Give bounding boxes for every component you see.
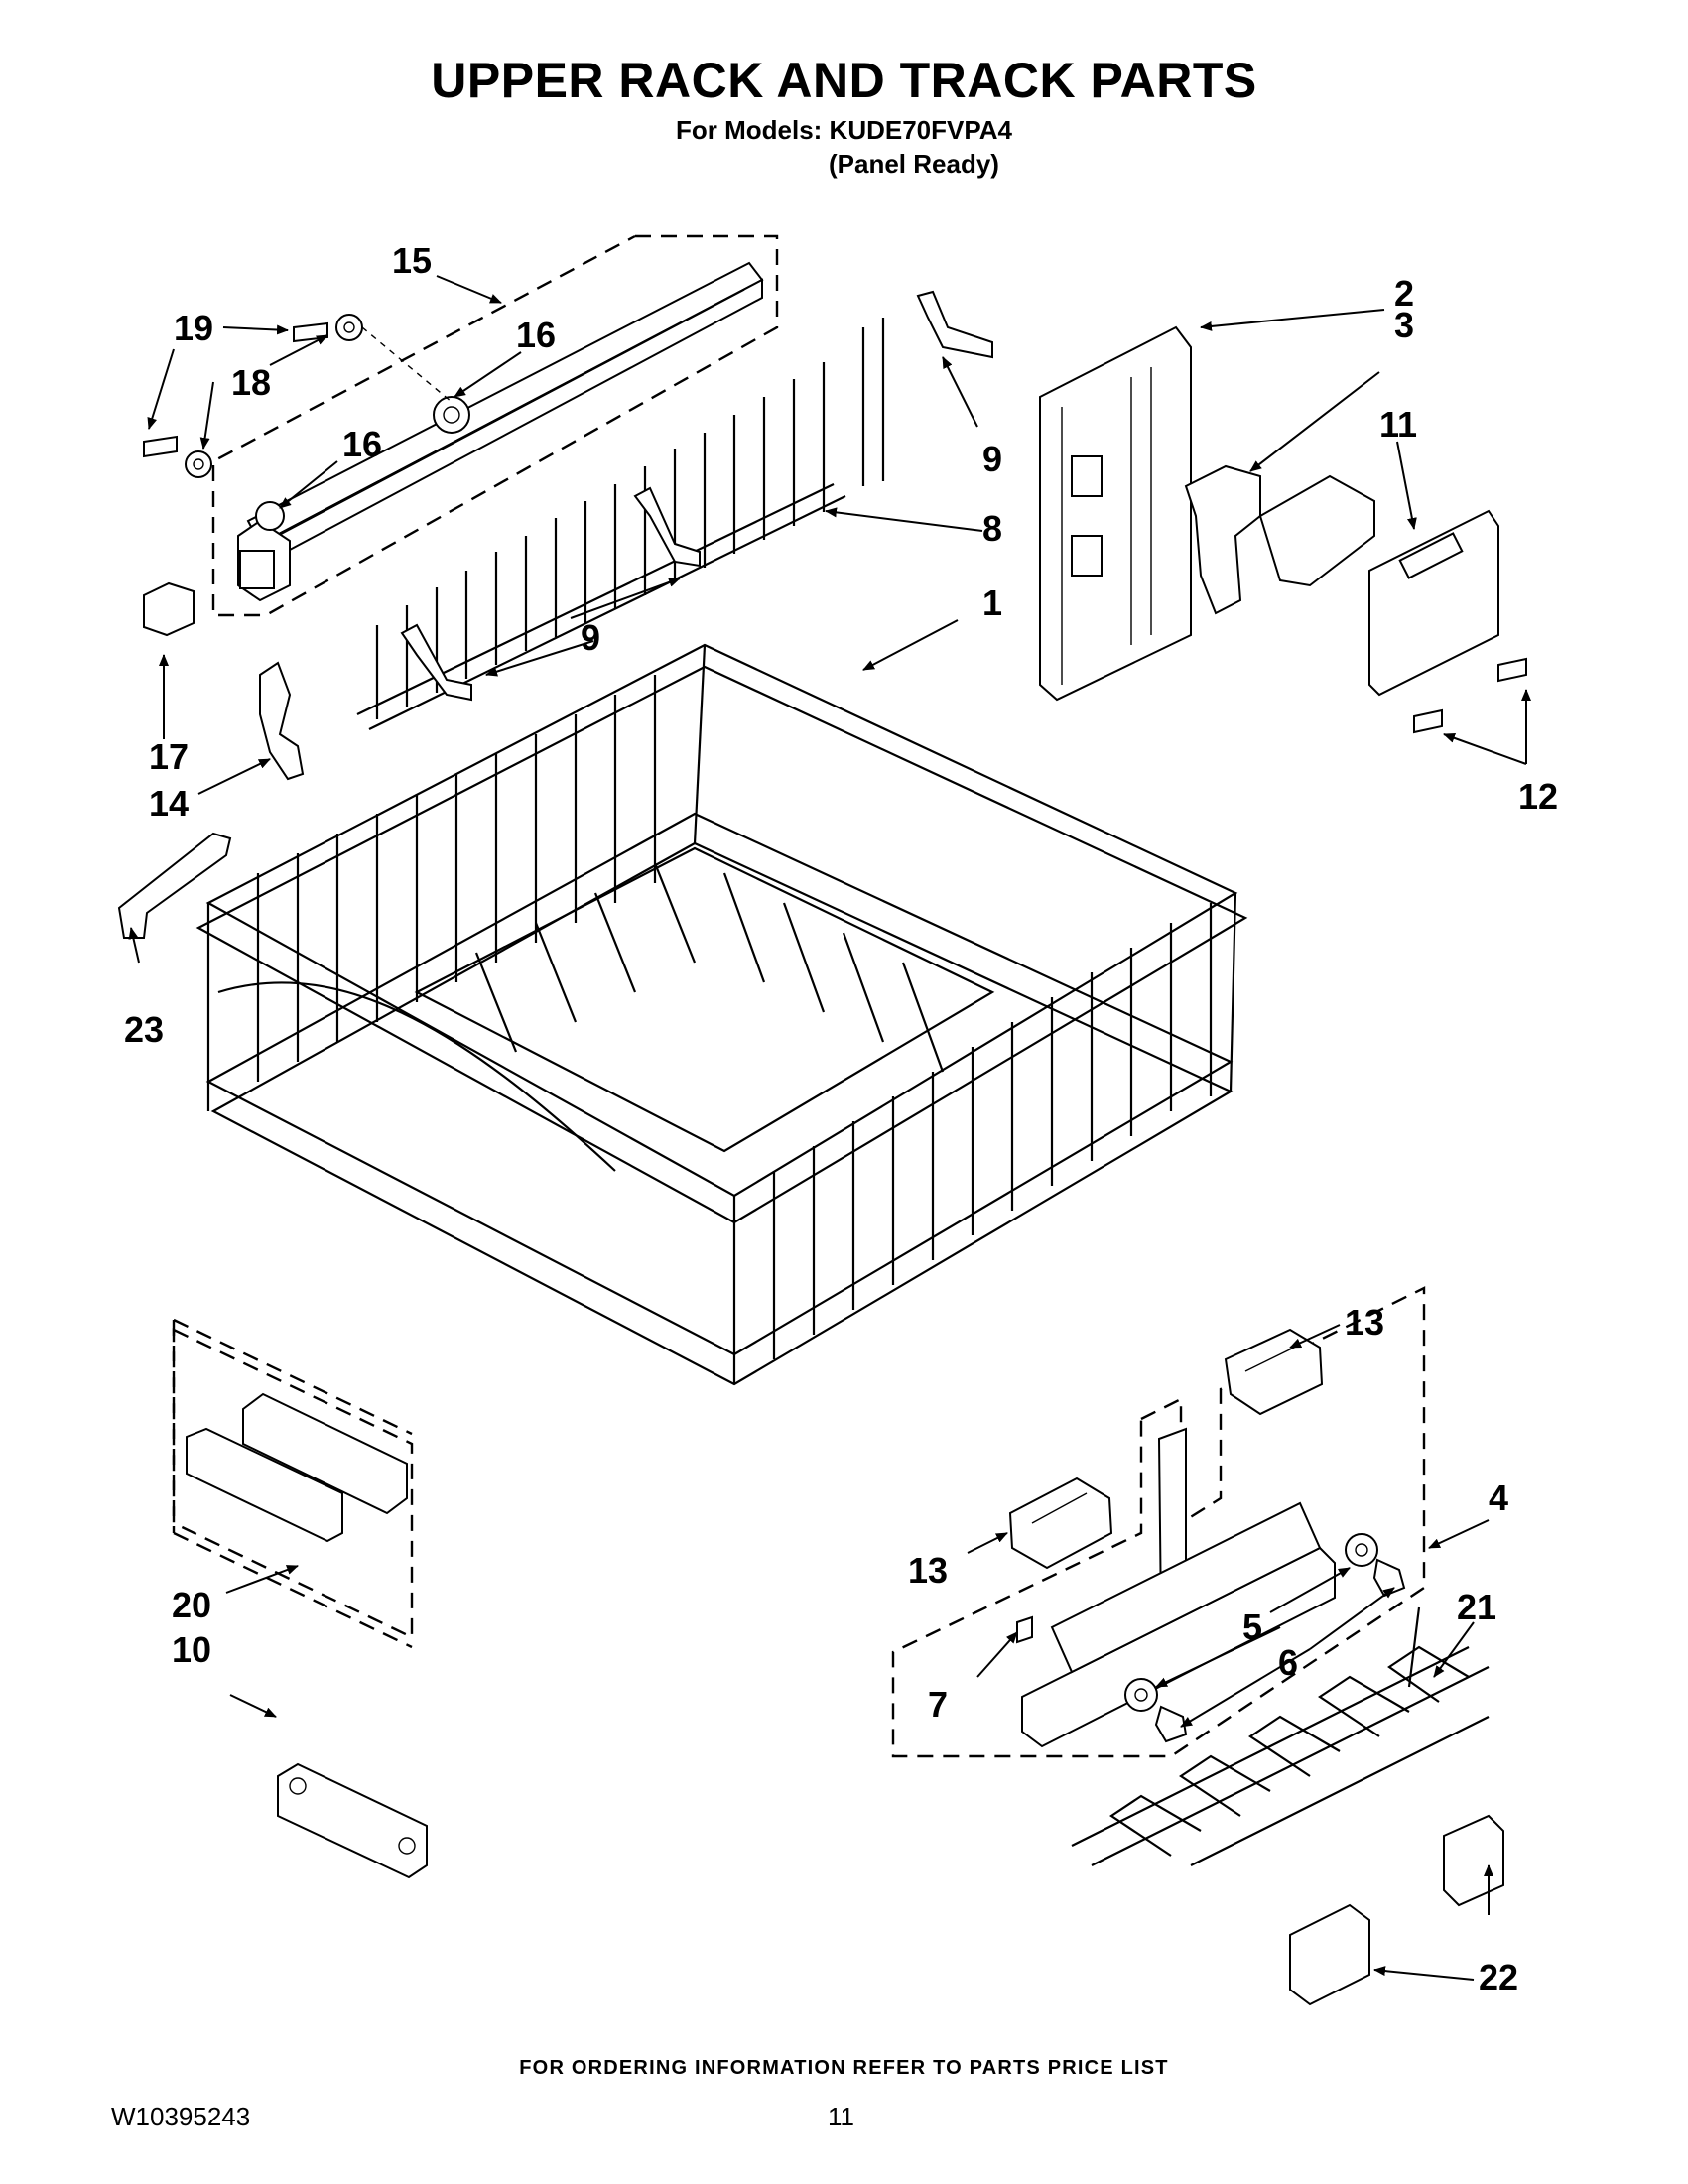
clip-14 (259, 661, 305, 781)
callout-8: 8 (982, 508, 1002, 549)
screw-12b (1413, 708, 1443, 734)
callout-13-top: 13 (1345, 1302, 1384, 1343)
clip-13b (1224, 1328, 1324, 1416)
handle-3 (1184, 464, 1261, 615)
callout-9-mid: 9 (581, 617, 600, 658)
washer-18b (185, 450, 212, 478)
wheel-5b (1124, 1678, 1158, 1712)
clip-9b (633, 486, 701, 568)
screw-12a (1497, 657, 1527, 683)
callout-22: 22 (1479, 1957, 1518, 1997)
callout-10: 10 (172, 1629, 211, 1670)
adjuster-assembly (1039, 325, 1527, 734)
callout-7: 7 (928, 1684, 948, 1725)
callout-9-top: 9 (982, 439, 1002, 479)
stop-clip-17 (143, 581, 195, 637)
document-number: W10395243 (111, 2102, 251, 2131)
callout-6: 6 (1278, 1642, 1298, 1683)
callout-16-top: 16 (516, 315, 556, 355)
wire-rack-21 (1071, 1606, 1490, 1866)
rack-handle-23 (117, 832, 232, 939)
callout-5: 5 (1242, 1606, 1262, 1647)
callout-18: 18 (231, 362, 271, 403)
callout-1: 1 (982, 582, 1002, 623)
track-assembly-4 (891, 1286, 1426, 1758)
callout-16-bottom: 16 (342, 424, 382, 464)
clip-13a (1008, 1477, 1113, 1570)
washer-18a (335, 314, 363, 341)
clip-9-top (916, 290, 993, 359)
upper-rack-1 (195, 643, 1248, 1386)
wheel-5a (1345, 1533, 1378, 1567)
callout-labels: 15 19 16 18 16 17 14 23 9 8 9 1 2 3 11 1… (124, 240, 1558, 1997)
cover-11 (1368, 509, 1499, 697)
ordering-note: FOR ORDERING INFORMATION REFER TO PARTS … (519, 2057, 1169, 2079)
callout-12: 12 (1518, 776, 1558, 817)
callout-4: 4 (1489, 1477, 1508, 1518)
callout-13-left: 13 (908, 1550, 948, 1591)
tine-row-8 (356, 318, 885, 730)
screw-7 (1016, 1615, 1033, 1644)
callout-3: 3 (1394, 305, 1414, 345)
variant-line: (Panel Ready) (829, 149, 999, 179)
callout-15: 15 (392, 240, 432, 281)
clip-9a (400, 623, 472, 702)
screw-19b (143, 435, 178, 458)
callout-20: 20 (172, 1585, 211, 1625)
track-assembly (143, 234, 779, 637)
callout-19: 19 (174, 308, 213, 348)
clip-22a (1289, 1903, 1370, 2006)
page-title: UPPER RACK AND TRACK PARTS (431, 53, 1257, 108)
axle-6b (1154, 1705, 1188, 1743)
callout-21: 21 (1457, 1587, 1496, 1627)
clip-22b (1443, 1814, 1504, 1907)
callout-2: 2 (1394, 273, 1414, 314)
callout-23: 23 (124, 1009, 164, 1050)
page-number: 11 (828, 2102, 854, 2131)
part-20-group (172, 1318, 414, 1649)
models-line: For Models: KUDE70FVPA4 (675, 115, 1012, 145)
callout-14: 14 (149, 783, 189, 824)
part-10 (277, 1762, 428, 1879)
leader-lines (128, 275, 1531, 1981)
callout-17: 17 (149, 736, 189, 777)
callout-11: 11 (1379, 404, 1417, 445)
